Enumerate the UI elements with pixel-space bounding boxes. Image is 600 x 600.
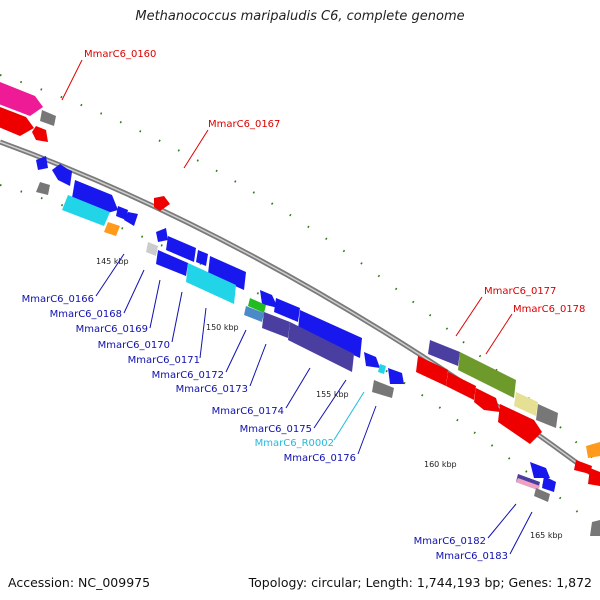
kbp-scale-labels: 145 kbp 150 kbp 155 kbp 160 kbp 165 kbp: [96, 257, 563, 540]
gene-label-mmarc6-0182[interactable]: MmarC6_0182: [414, 536, 486, 547]
gene-feature[interactable]: [588, 468, 600, 486]
gene-label-mmarc6-0167[interactable]: MmarC6_0167: [208, 119, 280, 130]
gene-feature[interactable]: [32, 126, 48, 142]
gene-feature[interactable]: [378, 364, 386, 374]
gene-feature[interactable]: [364, 352, 380, 368]
gene-feature[interactable]: [40, 110, 56, 126]
gene-feature[interactable]: [458, 352, 516, 398]
gene-label-mmarc6-0160[interactable]: MmarC6_0160: [84, 49, 156, 60]
tick-track-inner: [0, 184, 600, 531]
gene-feature[interactable]: [36, 182, 50, 195]
gene-feature[interactable]: [298, 310, 362, 358]
kbp-label: 150 kbp: [206, 323, 239, 332]
genome-summary-text: Topology: circular; Length: 1,744,193 bp…: [248, 575, 592, 590]
gene-feature[interactable]: [72, 180, 118, 214]
gene-feature[interactable]: [36, 156, 48, 170]
gene-feature[interactable]: [590, 520, 600, 536]
gene-feature[interactable]: [0, 107, 34, 136]
kbp-label: 145 kbp: [96, 257, 129, 266]
gene-label-mmarc6-0178[interactable]: MmarC6_0178: [513, 304, 585, 315]
gene-feature[interactable]: [244, 306, 264, 322]
gene-feature[interactable]: [274, 298, 300, 322]
gene-label-mmarc6-0175[interactable]: MmarC6_0175: [240, 424, 312, 435]
gene-feature[interactable]: [146, 242, 158, 256]
gene-label-mmarc6-0176[interactable]: MmarC6_0176: [284, 453, 356, 464]
kbp-label: 155 kbp: [316, 390, 349, 399]
gene-feature[interactable]: [586, 442, 600, 458]
gene-label-mmarc6-0174[interactable]: MmarC6_0174: [212, 406, 284, 417]
gene-label-mmarc6-0170[interactable]: MmarC6_0170: [98, 340, 170, 351]
gene-feature[interactable]: [156, 228, 168, 242]
gene-feature[interactable]: [260, 290, 278, 308]
gene-feature[interactable]: [208, 256, 246, 290]
gene-feature[interactable]: [186, 263, 236, 304]
tick-track-outer: [0, 74, 600, 466]
gene-feature[interactable]: [262, 312, 290, 338]
gene-feature[interactable]: [416, 356, 448, 386]
gene-features[interactable]: [0, 82, 600, 536]
gene-feature[interactable]: [0, 82, 43, 116]
gene-feature[interactable]: [530, 462, 550, 478]
gene-feature[interactable]: [288, 322, 354, 372]
gene-feature[interactable]: [116, 206, 128, 220]
kbp-label: 160 kbp: [424, 460, 457, 469]
accession-text: Accession: NC_009975: [8, 575, 151, 590]
gene-feature[interactable]: [166, 236, 196, 262]
gene-feature[interactable]: [124, 212, 138, 226]
gene-feature[interactable]: [372, 380, 394, 398]
gene-label-mmarc6-0173[interactable]: MmarC6_0173: [176, 384, 248, 395]
callout-lines: [61, 59, 533, 555]
gene-feature[interactable]: [428, 340, 460, 366]
gene-label-mmarc6-0183[interactable]: MmarC6_0183: [436, 551, 508, 562]
gene-label-mmarc6-0169[interactable]: MmarC6_0169: [76, 324, 148, 335]
gene-label-mmarc6-0177[interactable]: MmarC6_0177: [484, 286, 556, 297]
gene-label-mmarc6-0168[interactable]: MmarC6_0168: [50, 309, 122, 320]
gene-feature[interactable]: [196, 250, 208, 266]
gene-feature[interactable]: [388, 368, 404, 384]
gene-feature[interactable]: [516, 478, 540, 490]
gene-label-mmarc6-0172[interactable]: MmarC6_0172: [152, 370, 224, 381]
gene-label-mmarc6-r0002[interactable]: MmarC6_R0002: [255, 438, 334, 449]
kbp-label: 165 kbp: [530, 531, 563, 540]
gene-labels[interactable]: MmarC6_0160 MmarC6_0167 MmarC6_0177 Mmar…: [22, 49, 586, 562]
gene-feature[interactable]: [536, 404, 558, 428]
gene-feature[interactable]: [154, 196, 170, 211]
gene-feature[interactable]: [474, 388, 500, 412]
gene-feature[interactable]: [62, 195, 110, 226]
gene-feature[interactable]: [446, 372, 476, 400]
gene-feature[interactable]: [156, 250, 188, 276]
gene-feature[interactable]: [514, 392, 538, 416]
gene-label-mmarc6-0171[interactable]: MmarC6_0171: [128, 355, 200, 366]
gene-feature[interactable]: [542, 476, 556, 492]
gene-feature[interactable]: [58, 166, 72, 178]
gene-feature[interactable]: [534, 488, 550, 502]
gene-feature[interactable]: [248, 298, 266, 313]
gene-feature[interactable]: [498, 404, 542, 444]
gene-feature[interactable]: [574, 460, 592, 474]
map-title: Methanococcus maripaludis C6, complete g…: [135, 9, 465, 24]
gene-label-mmarc6-0166[interactable]: MmarC6_0166: [22, 294, 94, 305]
gene-feature[interactable]: [104, 222, 120, 236]
